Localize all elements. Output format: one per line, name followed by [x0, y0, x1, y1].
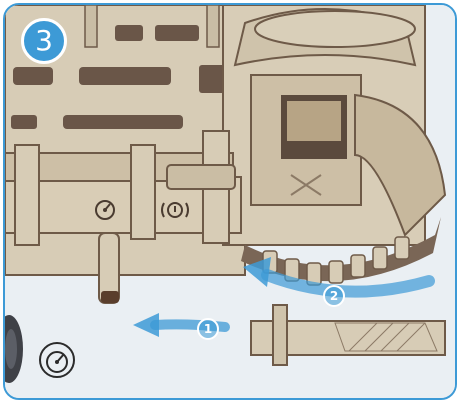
- lever: [99, 233, 119, 303]
- gear-housing: [223, 5, 445, 245]
- gauge-icon: [37, 340, 77, 380]
- arrow-2-label: 2: [323, 285, 345, 307]
- arrow-1-label: 1: [197, 318, 219, 340]
- step-number-badge: 3: [21, 18, 67, 64]
- instruction-panel: 3 1 2: [3, 3, 457, 400]
